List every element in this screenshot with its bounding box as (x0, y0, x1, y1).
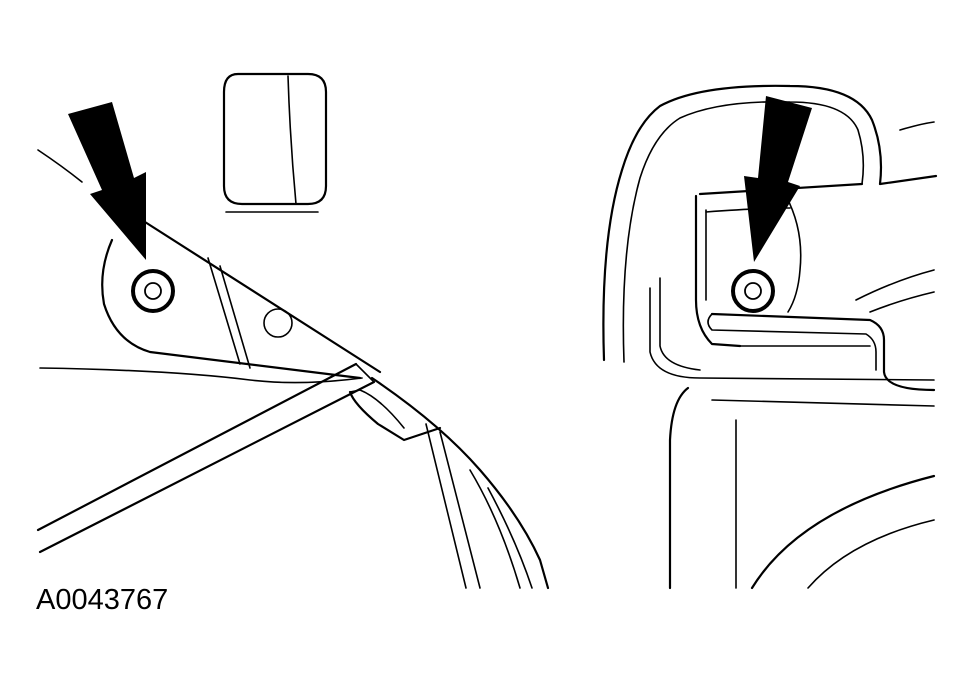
left-bolt (131, 269, 175, 313)
left-body-edge (37, 149, 83, 183)
right-housing-outer (602, 84, 938, 362)
figure-id-label: A0043767 (36, 584, 169, 616)
right-inner-opening (694, 194, 742, 348)
left-bracket (101, 238, 362, 380)
left-view (36, 72, 550, 590)
left-rubber-pad (222, 72, 328, 206)
right-bolt (731, 269, 775, 313)
right-view (602, 84, 938, 590)
right-callout-arrow (744, 96, 812, 262)
right-strap (710, 312, 936, 392)
left-callout-arrow (68, 102, 146, 260)
